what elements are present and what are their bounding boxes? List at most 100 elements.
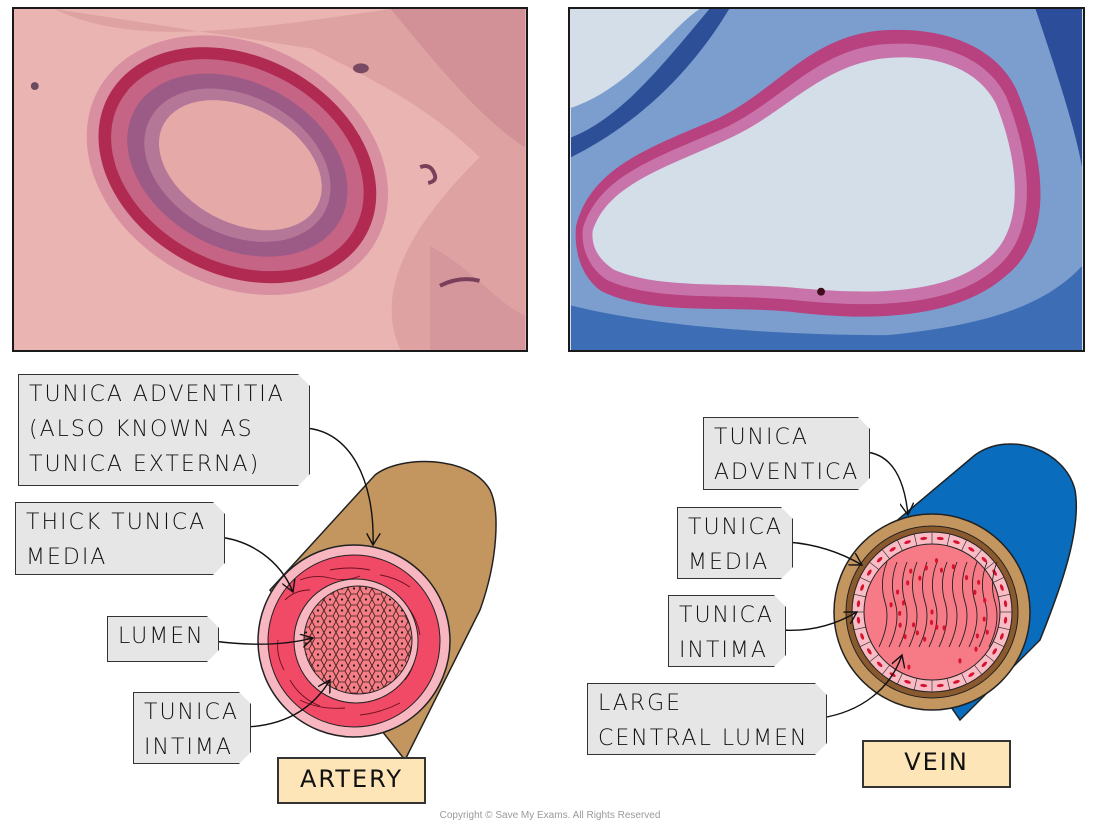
- lumen-cell: [964, 575, 969, 581]
- lumen-cell: [915, 630, 919, 636]
- copyright-notice: Copyright © Save My Exams. All Rights Re…: [439, 810, 661, 821]
- intima-cell-border: [984, 654, 995, 663]
- vein-micrograph: [568, 7, 1085, 352]
- lumen-fibre: [878, 561, 888, 648]
- lumen-cell: [942, 625, 946, 631]
- lumen-cell: [918, 575, 922, 581]
- intima-cell-border: [998, 593, 1011, 598]
- lumen-cell: [935, 624, 939, 630]
- intima-cell-nucleus: [936, 683, 944, 688]
- intima-cell-border: [896, 539, 903, 551]
- intima-cell-border: [896, 673, 903, 685]
- intima-cell-nucleus: [981, 556, 988, 563]
- intima-cell-nucleus: [981, 661, 988, 668]
- lumen-cell: [898, 622, 902, 628]
- arrow-artery-media: [217, 536, 293, 592]
- lumen-fibre: [988, 561, 998, 648]
- intima-cell-nucleus: [968, 547, 975, 552]
- intima-cell-nucleus: [999, 584, 1004, 591]
- intima-cell-border: [946, 533, 951, 546]
- lumen-cell: [934, 557, 939, 564]
- lumen-cell: [930, 609, 934, 615]
- intima-cell-nucleus: [1003, 600, 1008, 608]
- lumen-cell: [929, 619, 934, 625]
- label-artery-thick-tunica-media: THICK TUNICA MEDIA: [15, 502, 225, 575]
- label-artery-tunica-intima: TUNICA INTIMA: [133, 692, 251, 764]
- intima-cell-nucleus: [876, 661, 883, 668]
- intima-cell-nucleus: [920, 536, 928, 541]
- lumen-fibre: [928, 561, 938, 648]
- artery-lumen: [303, 585, 413, 695]
- lumen-fibre: [958, 561, 968, 648]
- lumen-cell: [911, 622, 916, 628]
- arrow-artery-intima: [245, 680, 330, 728]
- arrow-artery-lumen: [212, 638, 313, 644]
- lumen-cell: [977, 579, 981, 585]
- intima-cell-border: [961, 673, 968, 685]
- vein-lumen-fibres: [878, 557, 998, 670]
- vein-intima-cells: [852, 532, 1012, 692]
- intima-cell-nucleus: [953, 540, 960, 545]
- vein-title: VEIN: [862, 740, 1011, 788]
- artery-illustration: [257, 460, 497, 762]
- lumen-cell: [924, 565, 928, 571]
- lumen-cell: [903, 634, 907, 640]
- arrow-vein-media: [786, 541, 862, 565]
- lumen-fibre: [908, 561, 918, 648]
- intima-cell-border: [859, 576, 871, 583]
- intima-cell-nucleus: [904, 540, 911, 545]
- intima-cell-nucleus: [936, 536, 944, 541]
- intima-cell-nucleus: [1003, 616, 1008, 624]
- intima-cell-border: [993, 576, 1005, 583]
- lumen-cell: [985, 629, 989, 635]
- lumen-cell: [889, 602, 893, 608]
- intima-cell-nucleus: [876, 556, 883, 563]
- lumen-cell: [895, 589, 900, 595]
- intima-cell-border: [913, 533, 918, 546]
- intima-cell-border: [961, 539, 968, 551]
- lumen-fibre: [918, 561, 928, 648]
- label-vein-tunica-intima: TUNICA INTIMA: [668, 595, 786, 667]
- intima-cell-nucleus: [953, 679, 960, 684]
- intima-cell-border: [869, 654, 880, 663]
- lumen-cell: [923, 636, 927, 642]
- intima-cell-nucleus: [904, 679, 911, 684]
- intima-cell-nucleus: [860, 633, 865, 640]
- intima-cell-border: [974, 664, 983, 675]
- intima-cell-border: [859, 641, 871, 648]
- label-vein-tunica-adventica: TUNICA ADVENTICA: [703, 417, 870, 490]
- intima-cell-nucleus: [856, 600, 861, 608]
- arrow-vein-lumen: [820, 655, 902, 719]
- intima-cell-border: [993, 641, 1005, 648]
- arrow-vein-intima: [780, 612, 857, 632]
- lumen-cell: [958, 658, 962, 664]
- lumen-fibre: [968, 561, 978, 648]
- lumen-cell: [909, 568, 913, 574]
- artery-micrograph-drawing: [14, 9, 526, 350]
- lumen-cell: [951, 563, 955, 570]
- intima-cell-border: [946, 678, 951, 691]
- intima-cell-nucleus: [992, 648, 997, 655]
- intima-cell-nucleus: [968, 672, 975, 677]
- label-artery-lumen: LUMEN: [107, 616, 219, 662]
- lumen-cell: [982, 616, 986, 622]
- arrow-artery-adventitia: [303, 427, 373, 545]
- arrow-vein-adventitia: [865, 451, 908, 515]
- intima-cell-nucleus: [867, 648, 872, 655]
- lumen-cell: [973, 589, 977, 595]
- intima-cell-nucleus: [999, 633, 1004, 640]
- intima-cell-border: [913, 678, 918, 691]
- lumen-cell: [975, 633, 979, 639]
- lumen-fibre: [888, 561, 898, 648]
- artery-micrograph: [12, 7, 528, 352]
- intima-cell-nucleus: [920, 683, 928, 688]
- intima-cell-border: [853, 626, 866, 631]
- lumen-cell: [939, 567, 944, 573]
- lumen-cell: [898, 610, 902, 616]
- intima-cell-nucleus: [889, 547, 896, 552]
- vein-micrograph-drawing: [570, 9, 1083, 350]
- lumen-fibre: [948, 561, 958, 648]
- intima-cell-border: [853, 593, 866, 598]
- artery-title: ARTERY: [277, 757, 426, 804]
- intima-cell-border: [869, 561, 880, 570]
